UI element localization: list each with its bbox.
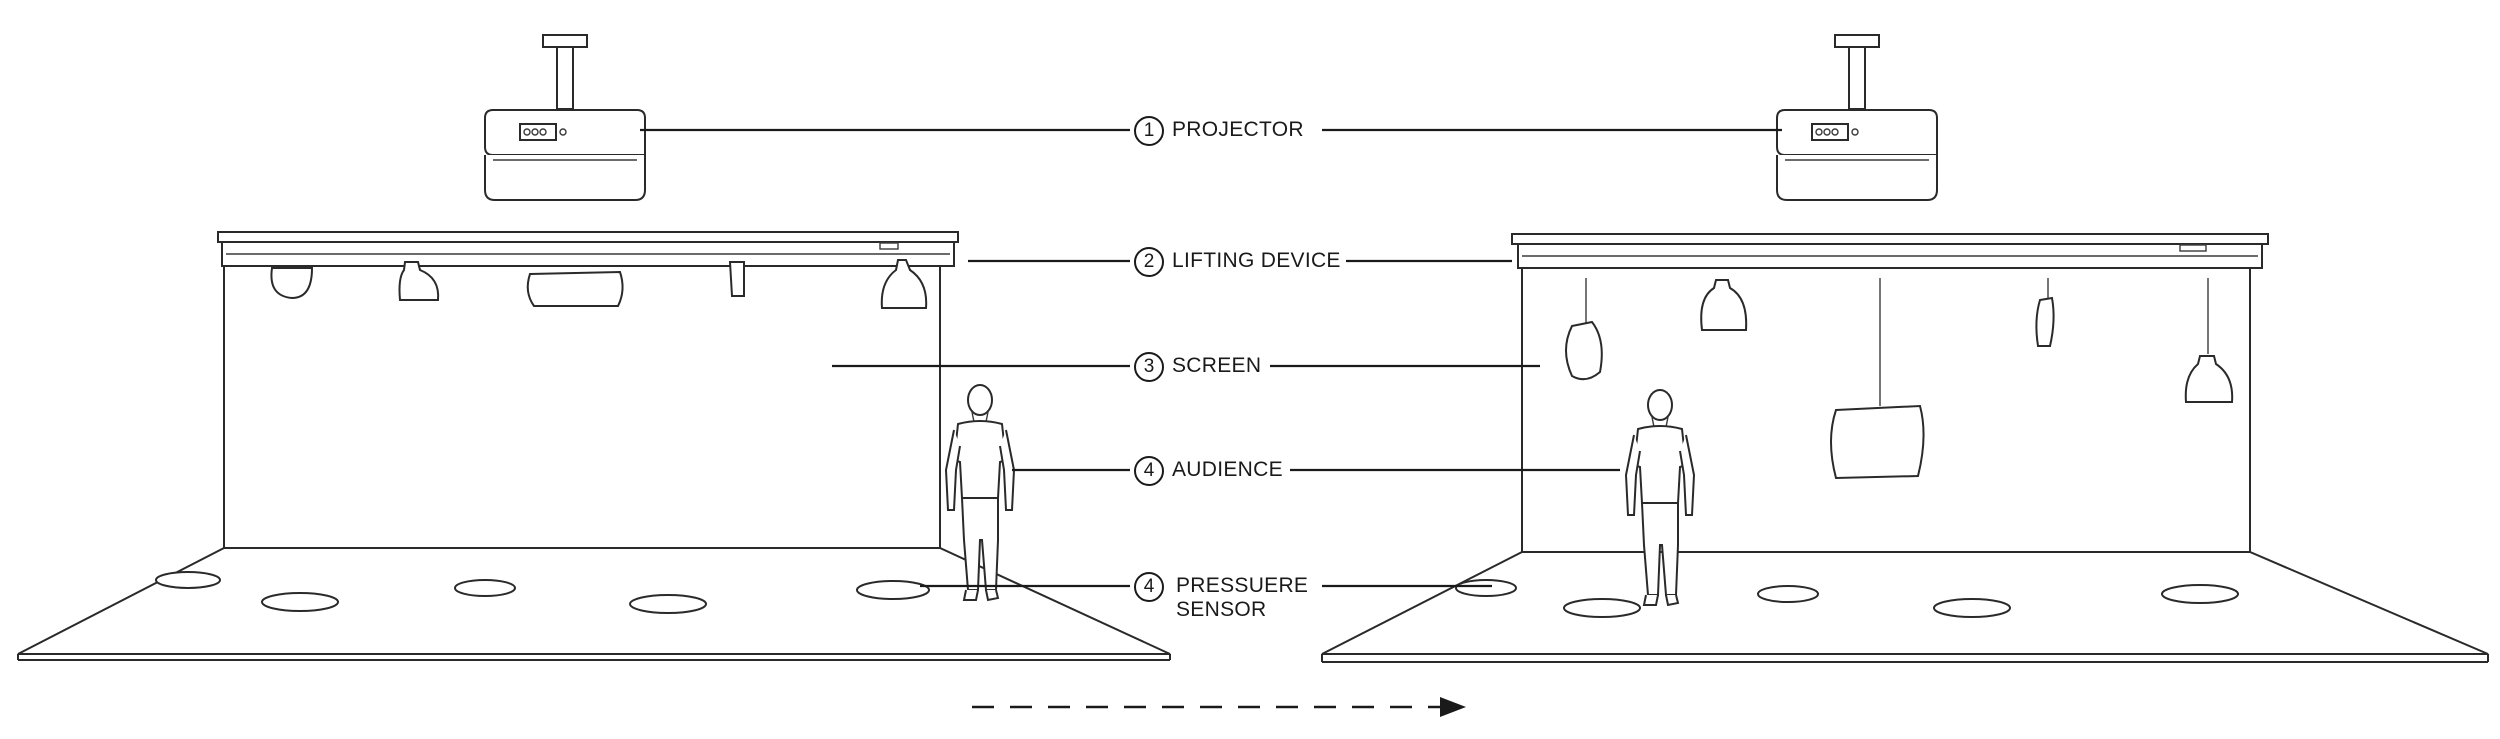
callout-badge-3: 3 xyxy=(1134,352,1164,382)
hanging-object xyxy=(528,272,623,306)
label-pressure: PRESSUERE xyxy=(1176,574,1308,598)
hanging-object xyxy=(2036,298,2053,346)
left-scene xyxy=(18,35,1170,660)
label-sensor: SENSOR xyxy=(1176,598,1267,622)
label-projector: PROJECTOR xyxy=(1172,118,1304,142)
lifting-device-bar xyxy=(1512,234,2268,244)
label-lifting-device: LIFTING DEVICE xyxy=(1172,249,1341,273)
hanging-object xyxy=(400,262,439,300)
hanging-object xyxy=(2186,356,2232,402)
hanging-object xyxy=(1566,322,1602,379)
lifting-device-bar xyxy=(218,232,958,242)
hanging-object xyxy=(1831,406,1924,478)
hanging-object xyxy=(730,262,744,296)
dashed-right-arrow xyxy=(972,697,1466,717)
callout-badge-2: 2 xyxy=(1134,247,1164,277)
callout-badge-1: 1 xyxy=(1134,116,1164,146)
label-screen: SCREEN xyxy=(1172,354,1261,378)
callout-badge-5: 4 xyxy=(1134,572,1164,602)
floor xyxy=(1322,552,2488,654)
hanging-object xyxy=(1701,280,1746,330)
hanging-object xyxy=(882,260,926,308)
projector-icon xyxy=(485,35,645,200)
hanging-object xyxy=(271,268,312,298)
projector-icon xyxy=(1777,35,1937,200)
callout-badge-4: 4 xyxy=(1134,456,1164,486)
label-audience: AUDIENCE xyxy=(1172,458,1283,482)
